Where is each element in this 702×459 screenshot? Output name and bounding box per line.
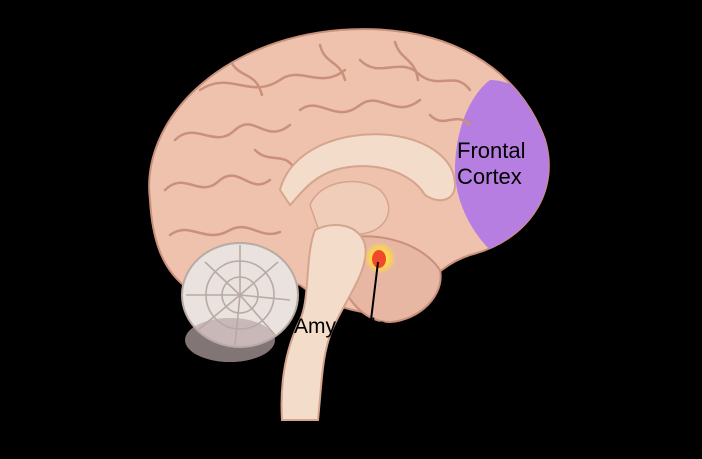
frontal-label-line2: Cortex	[457, 164, 522, 189]
brainstem	[280, 224, 367, 421]
amygdala-label: Amygdala	[294, 315, 388, 338]
frontal-cortex-region	[455, 80, 549, 250]
cortex-folds	[163, 40, 472, 262]
amygdala-pointer-line	[370, 261, 379, 321]
frontal-label-line1: Frontal	[457, 138, 526, 163]
cerebellum	[181, 242, 299, 362]
corpus-callosum	[278, 133, 457, 207]
frontal-cortex-label: Frontal Cortex	[457, 138, 525, 190]
amygdala-marker	[364, 242, 396, 274]
